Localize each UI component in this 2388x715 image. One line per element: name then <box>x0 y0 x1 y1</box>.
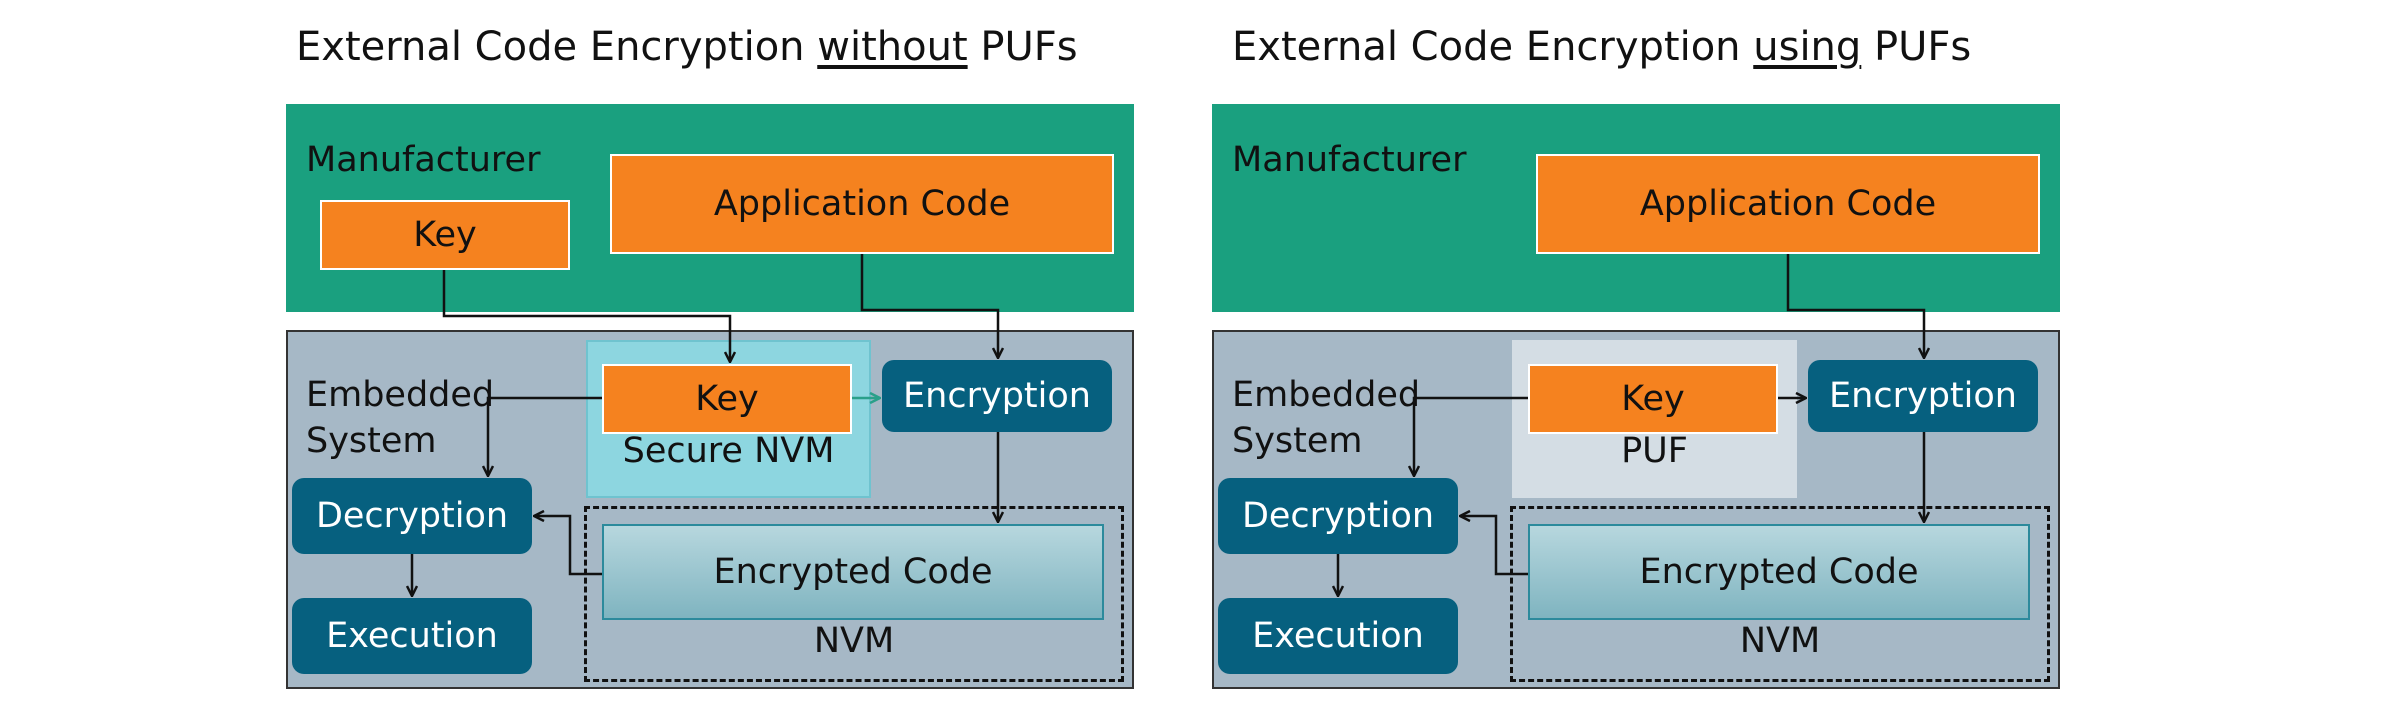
arrow-application-code-to-encryption <box>1786 254 1924 358</box>
application-code-label: Application Code <box>713 184 1011 224</box>
embedded-system-label-line-2: System <box>1232 421 1363 461</box>
encrypted-code-label: Encrypted Code <box>713 552 993 592</box>
arrow-manufacturer-key-to-stored-key <box>442 270 730 362</box>
application-code-box: Application Code <box>1536 154 2040 254</box>
execution-label: Execution <box>1252 616 1424 656</box>
manufacturer-label: Manufacturer <box>306 140 541 180</box>
encryption-block: Encryption <box>882 360 1112 432</box>
encryption-block: Encryption <box>1808 360 2038 432</box>
arrow-encrypted-code-to-decryption <box>1460 516 1528 576</box>
application-code-box: Application Code <box>610 154 1114 254</box>
encrypted-code-box: Encrypted Code <box>602 524 1104 620</box>
decryption-block: Decryption <box>1218 478 1458 554</box>
secure-nvm-label: Secure NVM <box>622 431 835 471</box>
manufacturer-key-box: Key <box>320 200 570 270</box>
connector-layer <box>1194 254 2388 715</box>
puf-key-box: Key <box>1528 364 1778 434</box>
stored-key-label: Key <box>695 379 759 419</box>
title-emphasis: without <box>817 24 968 70</box>
manufacturer-key-label: Key <box>413 215 477 255</box>
title-prefix: External Code Encryption <box>296 24 818 70</box>
title-emphasis: using <box>1753 24 1862 70</box>
stored-key-box: Key <box>602 364 852 434</box>
title-suffix: PUFs <box>1861 24 1972 70</box>
nvm-label: NVM <box>1739 621 1821 661</box>
title-prefix: External Code Encryption <box>1232 24 1754 70</box>
encrypted-code-label: Encrypted Code <box>1639 552 1919 592</box>
puf-key-label: Key <box>1621 379 1685 419</box>
arrow-encrypted-code-to-decryption <box>534 516 602 576</box>
encryption-label: Encryption <box>1829 376 2017 416</box>
panel-using-pufs: External Code Encryption using PUFs Manu… <box>1194 0 2388 715</box>
decryption-label: Decryption <box>1241 496 1435 536</box>
decryption-label: Decryption <box>315 496 509 536</box>
arrow-key-to-decryption <box>1414 396 1528 476</box>
title-suffix: PUFs <box>967 24 1078 70</box>
nvm-label: NVM <box>813 621 895 661</box>
panel-title: External Code Encryption using PUFs <box>1232 24 1971 70</box>
puf-label: PUF <box>1621 431 1688 471</box>
decryption-block: Decryption <box>292 478 532 554</box>
execution-block: Execution <box>1218 598 1458 674</box>
embedded-system-label-line-1: Embedded <box>306 375 495 415</box>
manufacturer-label: Manufacturer <box>1232 140 1467 180</box>
execution-block: Execution <box>292 598 532 674</box>
application-code-label: Application Code <box>1639 184 1937 224</box>
arrow-application-code-to-encryption <box>860 254 998 358</box>
embedded-system-label-line-2: System <box>306 421 437 461</box>
panel-without-pufs: External Code Encryption without PUFs Ma… <box>0 24 1194 715</box>
nvm-region <box>584 506 1124 682</box>
encryption-label: Encryption <box>903 376 1091 416</box>
embedded-system-label-line-1: Embedded <box>1232 375 1421 415</box>
encrypted-code-box: Encrypted Code <box>1528 524 2030 620</box>
execution-label: Execution <box>326 616 498 656</box>
nvm-region <box>1510 506 2050 682</box>
connector-layer <box>0 254 1194 715</box>
panel-title: External Code Encryption without PUFs <box>296 24 1078 70</box>
arrow-key-to-decryption <box>488 396 602 476</box>
